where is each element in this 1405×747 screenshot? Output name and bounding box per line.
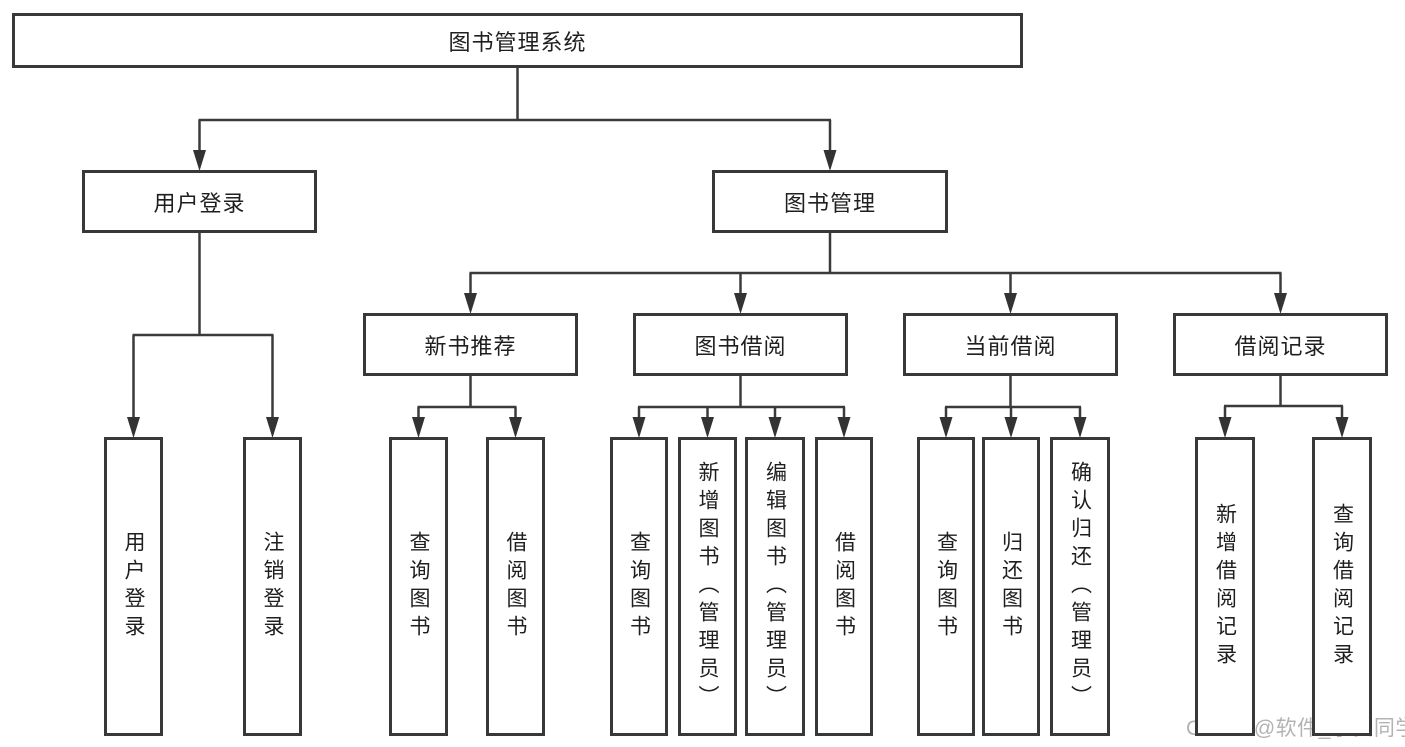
node-label: 借阅图书 bbox=[832, 530, 856, 643]
node-leaf-edit-books: 编辑图书（管理员） bbox=[745, 437, 805, 736]
node-label: 查询图书 bbox=[934, 530, 958, 643]
node-label: 图书管理 bbox=[783, 190, 876, 216]
node-user-login: 用户登录 bbox=[82, 170, 317, 233]
node-label: 新增图书（管理员） bbox=[696, 460, 719, 713]
node-label: 编辑图书（管理员） bbox=[763, 460, 787, 713]
node-leaf-add-borrow-record: 新增借阅记录 bbox=[1195, 437, 1255, 736]
node-label: 查询借阅记录 bbox=[1330, 502, 1354, 671]
node-leaf-query-borrow-record: 查询借阅记录 bbox=[1312, 437, 1372, 736]
node-leaf-logout: 注销登录 bbox=[243, 437, 302, 736]
node-new-book-rec: 新书推荐 bbox=[363, 313, 578, 376]
node-label: 查询图书 bbox=[407, 530, 430, 643]
node-label: 图书借阅 bbox=[694, 333, 787, 359]
node-leaf-confirm-return: 确认归还（管理员） bbox=[1050, 437, 1110, 736]
node-label: 用户登录 bbox=[122, 530, 145, 643]
node-leaf-query-books-borrow: 查询图书 bbox=[610, 437, 668, 736]
node-leaf-user-login: 用户登录 bbox=[104, 437, 163, 736]
node-label: 归还图书 bbox=[999, 530, 1023, 643]
node-label: 新书推荐 bbox=[424, 333, 517, 359]
node-borrow-records: 借阅记录 bbox=[1173, 313, 1388, 376]
node-leaf-return-books: 归还图书 bbox=[982, 437, 1040, 736]
node-current-borrow: 当前借阅 bbox=[903, 313, 1118, 376]
node-root: 图书管理系统 bbox=[12, 13, 1023, 68]
node-label: 确认归还（管理员） bbox=[1068, 460, 1092, 713]
node-label: 查询图书 bbox=[627, 530, 651, 643]
node-label: 当前借阅 bbox=[964, 333, 1057, 359]
node-leaf-add-books: 新增图书（管理员） bbox=[678, 437, 737, 736]
node-label: 图书管理系统 bbox=[448, 29, 587, 55]
node-label: 新增借阅记录 bbox=[1213, 502, 1237, 671]
node-label: 注销登录 bbox=[261, 530, 284, 643]
node-leaf-query-books-rec: 查询图书 bbox=[389, 437, 448, 736]
node-label: 借阅图书 bbox=[504, 530, 527, 643]
node-leaf-query-books-current: 查询图书 bbox=[917, 437, 975, 736]
node-leaf-borrow-books-rec: 借阅图书 bbox=[486, 437, 545, 736]
node-label: 用户登录 bbox=[153, 190, 246, 216]
node-book-mgmt: 图书管理 bbox=[712, 170, 948, 233]
node-book-borrow: 图书借阅 bbox=[633, 313, 848, 376]
node-leaf-borrow-books-borrow: 借阅图书 bbox=[815, 437, 873, 736]
node-label: 借阅记录 bbox=[1234, 333, 1327, 359]
